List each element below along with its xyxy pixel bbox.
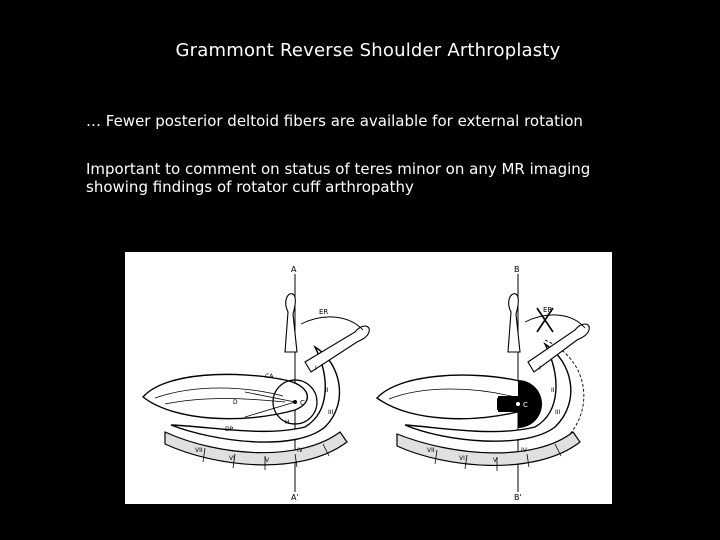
left-axis-bottom-label: A' [291,493,299,502]
left-rotation-label: ER [319,308,328,316]
right-zone-iii: III [555,409,561,416]
left-label-ca: CA [265,373,274,380]
right-zone-ii: II [551,387,555,394]
right-zone-i: I [539,365,541,372]
bullet-teres-minor: Important to comment on status of teres … [86,160,646,196]
left-zone-i: I [315,365,317,372]
shoulder-diagram-figure: A A' C [125,252,612,504]
right-zone-vi: VI [459,455,465,462]
left-label-dp: DP [225,426,234,433]
left-axis-top-label: A [291,265,297,274]
right-center-label: C [523,401,528,409]
left-center-label: C [300,399,305,407]
left-zone-vi: VI [229,455,235,462]
left-zone-ii: II [325,387,329,394]
left-zone-iii: III [328,409,334,416]
left-panel: A A' C [143,265,369,502]
left-label-h: H [285,419,290,426]
bullet-posterior-deltoid: … Fewer posterior deltoid fibers are ava… [86,112,646,130]
left-zone-iv: IV [297,447,304,454]
left-label-d: D [233,399,238,406]
right-panel: B B' C [377,265,589,502]
right-axis-top-label: B [514,265,520,274]
right-zone-iv: IV [521,447,528,454]
slide-title: Grammont Reverse Shoulder Arthroplasty [0,40,720,61]
shoulder-diagram: A A' C [125,252,612,504]
right-axis-bottom-label: B' [514,493,522,502]
right-zone-vii: VII [427,447,435,454]
left-zone-vii: VII [195,447,203,454]
